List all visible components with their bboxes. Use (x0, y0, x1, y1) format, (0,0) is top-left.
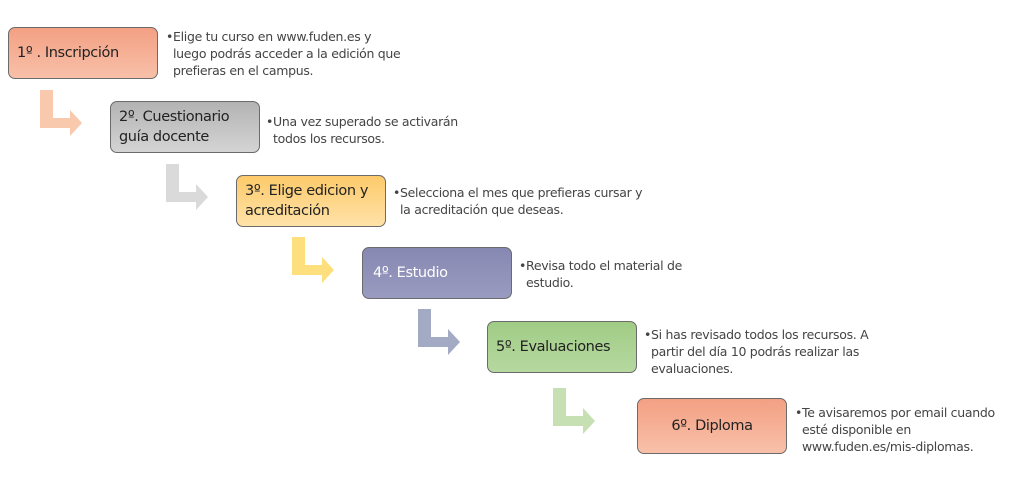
step-1-description: •Elige tu curso en www.fuden.es y luego … (166, 29, 401, 78)
step-1-title: 1º . Inscripción (17, 45, 119, 61)
step-1-box: 1º . Inscripción (8, 27, 158, 79)
step-5-title: 5º. Evaluaciones (496, 339, 611, 355)
step-2-title: 2º. Cuestionario guía docente (119, 109, 230, 145)
step-3-title: 3º. Elige edicion y acreditación (245, 183, 369, 219)
step-4-title: 4º. Estudio (373, 265, 448, 281)
arrow-3-icon (292, 237, 334, 283)
step-3-box: 3º. Elige edicion y acreditación (236, 175, 386, 227)
step-4-description: •Revisa todo el material de estudio. (519, 258, 683, 290)
step-3-description: •Selecciona el mes que prefieras cursar … (393, 185, 643, 217)
step-6-description: •Te avisaremos por email cuando esté dis… (795, 405, 995, 454)
step-2-description: •Una vez superado se activarán todos los… (266, 114, 458, 146)
step-2-box: 2º. Cuestionario guía docente (110, 101, 260, 153)
arrow-4-icon (418, 309, 460, 355)
arrow-1-icon (40, 90, 82, 136)
step-5-description: •Si has revisado todos los recursos. A p… (644, 327, 869, 376)
step-6-title: 6º. Diploma (671, 418, 753, 434)
arrow-5-icon (553, 388, 595, 434)
arrow-2-icon (166, 164, 208, 210)
step-6-box: 6º. Diploma (637, 398, 787, 454)
step-5-box: 5º. Evaluaciones (487, 321, 637, 373)
step-4-box: 4º. Estudio (362, 247, 512, 299)
